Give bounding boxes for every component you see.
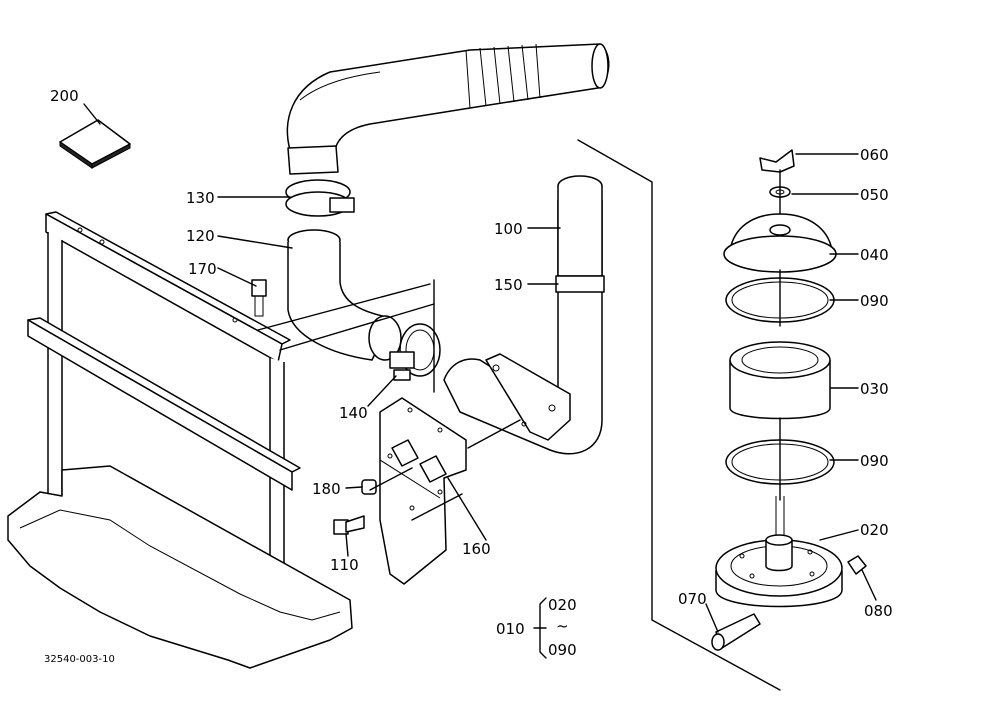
manual-200 xyxy=(59,119,131,169)
callout-140: 140 xyxy=(339,404,368,422)
callout-200: 200 xyxy=(50,87,79,105)
air-pipe-100 xyxy=(443,175,605,455)
assembly-lines xyxy=(257,139,781,691)
callout-130: 130 xyxy=(186,189,215,207)
kit-tilde: ~ xyxy=(556,617,569,635)
bolt-170 xyxy=(251,279,267,317)
drawing-reference: 32540-003-10 xyxy=(44,654,115,665)
callout-020: 020 xyxy=(860,521,889,539)
intake-hose xyxy=(286,43,610,175)
radiator-frame xyxy=(7,211,353,669)
clamp-140 xyxy=(389,323,441,381)
leader-lines xyxy=(83,103,877,659)
callout-090-upper: 090 xyxy=(860,292,889,310)
kit-parent-label: 010 xyxy=(496,620,525,638)
callout-090-lower: 090 xyxy=(860,452,889,470)
bracket-160 xyxy=(379,397,467,585)
callout-070: 070 xyxy=(678,590,707,608)
callout-170: 170 xyxy=(188,260,217,278)
elbow-pipe-120 xyxy=(287,229,402,361)
callout-160: 160 xyxy=(462,540,491,558)
callout-100: 100 xyxy=(494,220,523,238)
callout-110: 110 xyxy=(330,556,359,574)
callout-060: 060 xyxy=(860,146,889,164)
callout-030: 030 xyxy=(860,380,889,398)
callout-180: 180 xyxy=(312,480,341,498)
bolt-110 xyxy=(333,515,365,535)
hose-clamp-130 xyxy=(285,179,355,217)
callout-080: 080 xyxy=(864,602,893,620)
callout-050: 050 xyxy=(860,186,889,204)
kit-to-label: 090 xyxy=(548,641,577,659)
callout-150: 150 xyxy=(494,276,523,294)
nut-180 xyxy=(361,479,377,495)
kit-from-label: 020 xyxy=(548,596,577,614)
callout-120: 120 xyxy=(186,227,215,245)
callout-labels: 200 130 120 170 140 180 110 160 100 150 … xyxy=(44,87,893,665)
callout-040: 040 xyxy=(860,246,889,264)
air-cleaner xyxy=(711,149,867,651)
